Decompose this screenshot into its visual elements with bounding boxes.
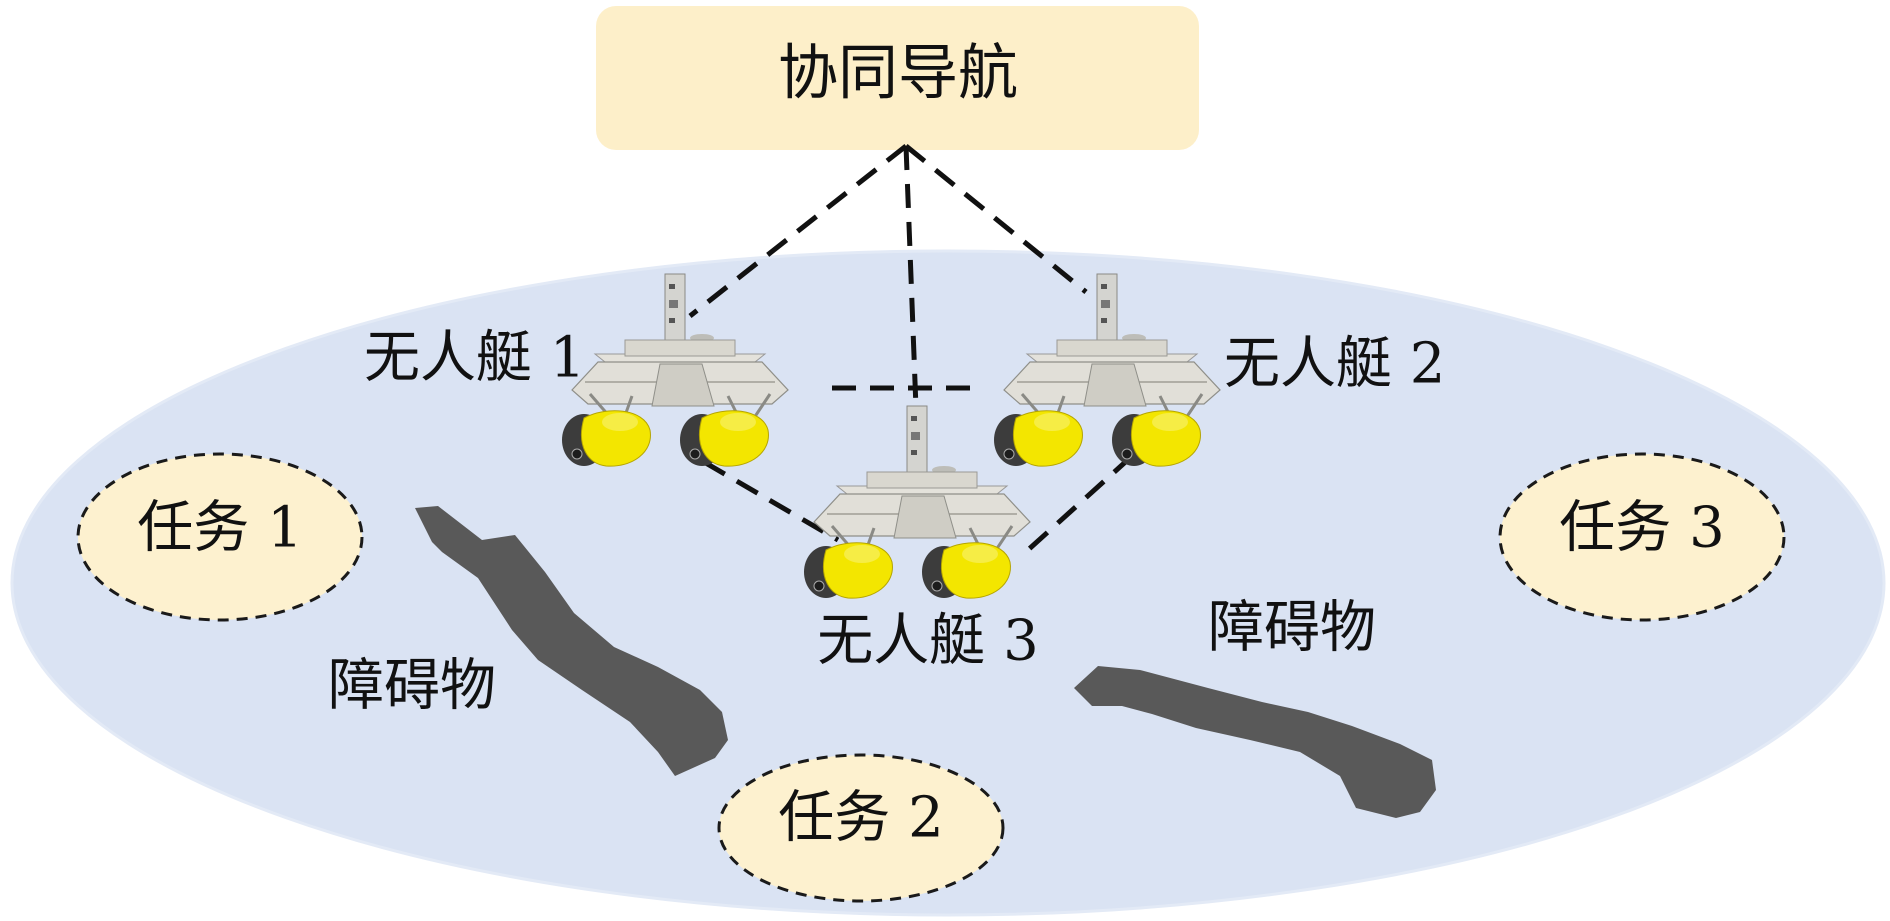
- link-title-to-vessel-3: [903, 145, 919, 409]
- vessel-2-label: 无人艇 2: [1224, 332, 1445, 397]
- link-title-to-vessel-2: [904, 144, 1088, 294]
- task-1-label: 任务 1: [137, 496, 302, 561]
- task-2-ellipse: [717, 753, 1005, 903]
- title-box: [596, 6, 1199, 150]
- title-label: 协同导航: [778, 39, 1018, 109]
- vessel-3-label: 无人艇 3: [817, 609, 1038, 674]
- task-3-label: 任务 3: [1559, 496, 1724, 561]
- obstacle-1-shape: [415, 506, 728, 776]
- communication-links: [688, 144, 1134, 552]
- obstacle-2-label: 障碍物: [1208, 596, 1376, 661]
- vessel-3: 无人艇 3: [802, 404, 1039, 674]
- link-vessel-1-to-vessel-3: [702, 459, 840, 543]
- vessel-1-label: 无人艇 1: [364, 326, 585, 391]
- link-title-to-vessel-1: [688, 144, 908, 318]
- task-1: 任务 1: [76, 452, 364, 622]
- task-2: 任务 2: [717, 753, 1005, 903]
- task-1-ellipse: [76, 452, 364, 622]
- task-3: 任务 3: [1498, 452, 1786, 622]
- link-vessel-2-to-vessel-3: [1026, 454, 1134, 552]
- obstacle-2-shape: [1074, 666, 1436, 818]
- task-3-ellipse: [1498, 452, 1786, 622]
- obstacle-1-label: 障碍物: [328, 654, 496, 719]
- vessel-1: 无人艇 1: [364, 272, 790, 468]
- task-2-label: 任务 2: [778, 786, 943, 851]
- vessel-2: 无人艇 2: [992, 272, 1445, 468]
